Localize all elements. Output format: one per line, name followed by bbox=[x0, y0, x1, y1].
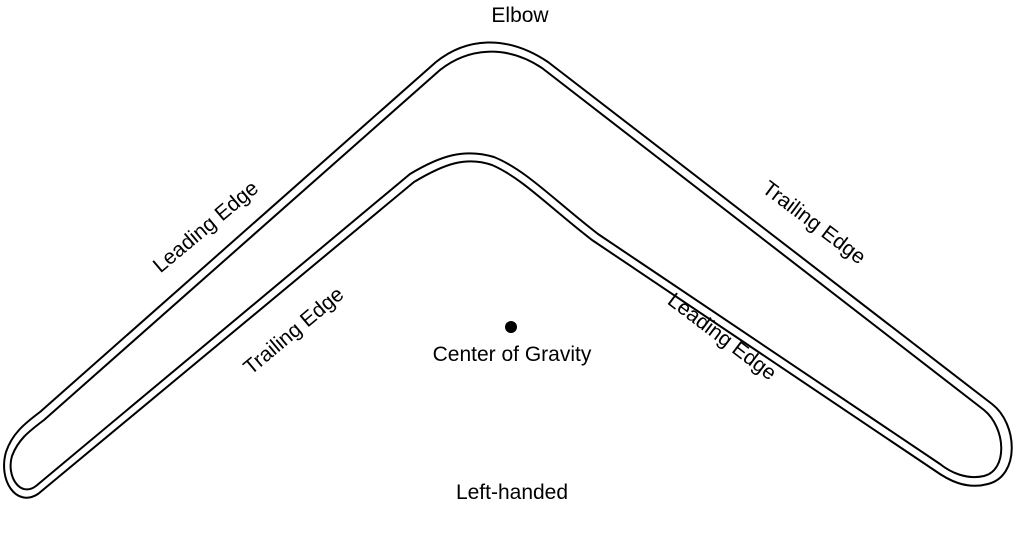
boomerang-shape bbox=[3, 41, 1013, 499]
boomerang-inner-outline bbox=[9, 50, 1003, 491]
boomerang-outer-outline bbox=[3, 41, 1013, 499]
elbow-label: Elbow bbox=[491, 4, 549, 27]
trailing-edge-right-label: Trailing Edge bbox=[758, 177, 870, 269]
handedness-label: Left-handed bbox=[456, 481, 568, 504]
center-of-gravity-label: Center of Gravity bbox=[433, 343, 592, 366]
leading-edge-left-label: Leading Edge bbox=[149, 177, 263, 278]
leading-edge-right-label: Leading Edge bbox=[663, 289, 780, 385]
trailing-edge-left-label: Trailing Edge bbox=[239, 283, 348, 380]
center-of-gravity-dot bbox=[505, 321, 517, 333]
